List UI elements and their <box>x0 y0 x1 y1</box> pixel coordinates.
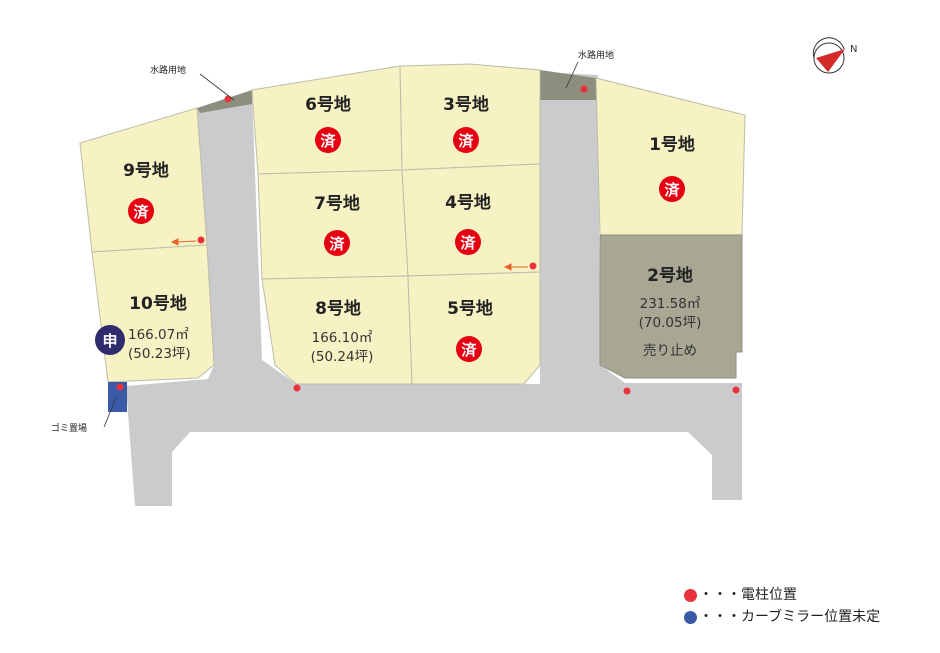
leader-line <box>199 73 235 101</box>
lot-8[interactable] <box>261 275 413 385</box>
lot-2-tsubo: (70.05坪) <box>639 315 702 331</box>
lot-8-area: 166.10㎡ <box>312 330 373 346</box>
legend-item-mirror: ・・・カーブミラー位置未定 <box>684 606 880 628</box>
lot-9-status: 済 <box>133 203 149 221</box>
lot-5-sold-badge <box>456 336 482 362</box>
leader-line <box>103 397 117 428</box>
lot-3-name: 3号地 <box>443 94 489 115</box>
utility-pole-marker <box>293 384 301 392</box>
lot-7-sold-badge <box>324 230 350 256</box>
lot-1[interactable] <box>595 77 746 236</box>
legend: ・・・電柱位置 ・・・カーブミラー位置未定 <box>684 584 880 628</box>
lot-1-name: 1号地 <box>649 134 695 155</box>
lot-4-sold-badge <box>455 229 481 255</box>
compass-icon: N <box>812 37 857 74</box>
legend-mirror-text: ・・・カーブミラー位置未定 <box>699 609 881 625</box>
lot-6-sold-badge <box>315 127 341 153</box>
garbage-area-label: ゴミ置場 <box>51 422 87 434</box>
lot-8-tsubo: (50.24坪) <box>311 349 374 365</box>
lot-9-name: 9号地 <box>123 160 169 181</box>
leader-line <box>565 61 579 89</box>
lot-4-name: 4号地 <box>445 192 491 213</box>
legend-pole-dot <box>684 588 697 602</box>
utility-pole-marker <box>224 95 232 103</box>
utility-poles <box>116 85 740 395</box>
compass-north-label: N <box>850 44 857 55</box>
lot-5-status: 済 <box>461 341 477 359</box>
lot-7-status: 済 <box>329 235 345 253</box>
direction-arrow <box>503 263 528 271</box>
lot-9-sold-badge <box>128 198 154 224</box>
utility-pole-marker <box>529 262 537 270</box>
lot-10-status: 申 <box>102 332 117 350</box>
utility-pole-marker <box>623 387 631 395</box>
waterway-left <box>197 90 252 113</box>
lot-10-applied-badge <box>95 325 125 355</box>
lot-3[interactable] <box>399 63 541 171</box>
lot-2-name: 2号地 <box>647 265 693 286</box>
lot-2[interactable] <box>599 234 743 379</box>
lot-2-area: 231.58㎡ <box>640 296 701 312</box>
waterway-left-label: 水路用地 <box>150 64 186 76</box>
utility-pole-marker <box>580 85 588 93</box>
lot-6-name: 6号地 <box>305 94 351 115</box>
lot-4[interactable] <box>401 163 541 277</box>
lot-1-status: 済 <box>664 181 680 199</box>
legend-mirror-dot <box>684 610 697 624</box>
lot-10-tsubo: (50.23坪) <box>128 346 191 362</box>
lot-6-status: 済 <box>320 132 336 150</box>
lot-10-area: 166.07㎡ <box>128 327 189 343</box>
lot-3-sold-badge <box>453 127 479 153</box>
lot-1-sold-badge <box>659 176 685 202</box>
utility-pole-marker <box>197 236 205 244</box>
waterway-right-label: 水路用地 <box>578 49 614 61</box>
lot-10-name: 10号地 <box>129 293 187 314</box>
legend-pole-text: ・・・電柱位置 <box>699 587 797 603</box>
lot-7-name: 7号地 <box>314 193 360 214</box>
utility-pole-marker <box>116 383 124 391</box>
lot-5-name: 5号地 <box>447 298 493 319</box>
road <box>126 72 742 506</box>
waterway-right <box>540 70 598 100</box>
lot-7[interactable] <box>257 169 409 280</box>
lot-2-note: 売り止め <box>643 343 697 359</box>
utility-pole-marker <box>732 386 740 394</box>
lot-4-status: 済 <box>460 234 476 252</box>
direction-arrow <box>170 238 197 246</box>
lot-5[interactable] <box>407 271 541 385</box>
legend-item-pole: ・・・電柱位置 <box>684 584 880 606</box>
lot-3-status: 済 <box>458 132 474 150</box>
lot-8-name: 8号地 <box>315 298 361 319</box>
lot-6[interactable] <box>251 65 403 175</box>
